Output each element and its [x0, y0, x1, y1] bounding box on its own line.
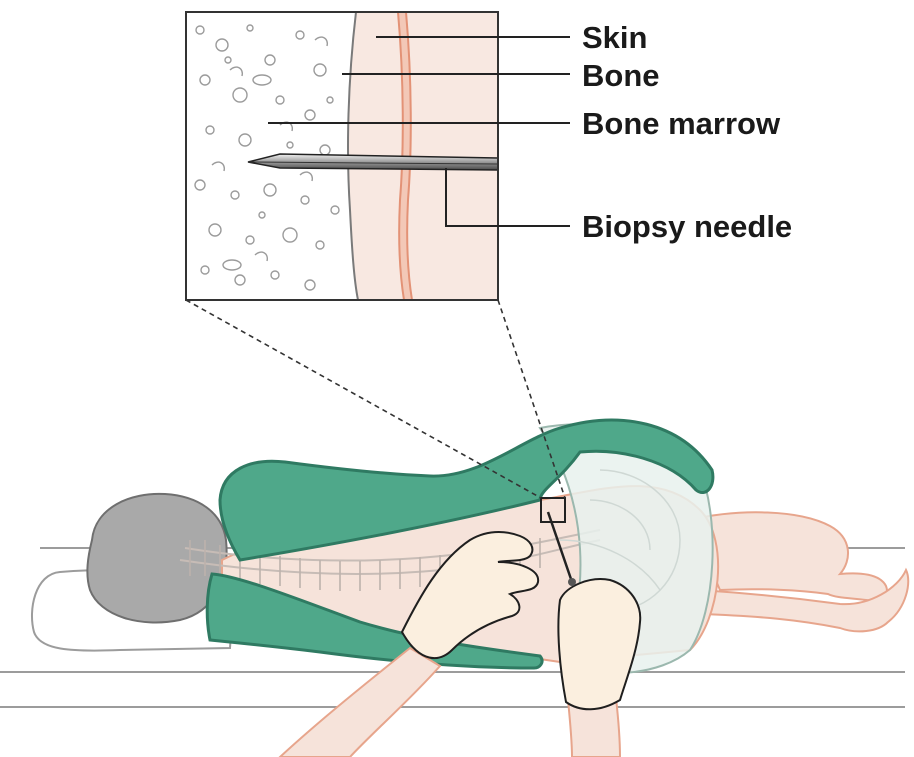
patient-legs: [690, 512, 908, 631]
label-biopsy-needle: Biopsy needle: [582, 209, 792, 244]
label-bone: Bone: [582, 58, 660, 93]
label-bone-marrow: Bone marrow: [582, 106, 781, 141]
right-gloved-hand: [558, 579, 640, 709]
left-forearm: [280, 648, 440, 757]
label-skin: Skin: [582, 20, 647, 55]
cross-section-inset: [186, 12, 498, 300]
